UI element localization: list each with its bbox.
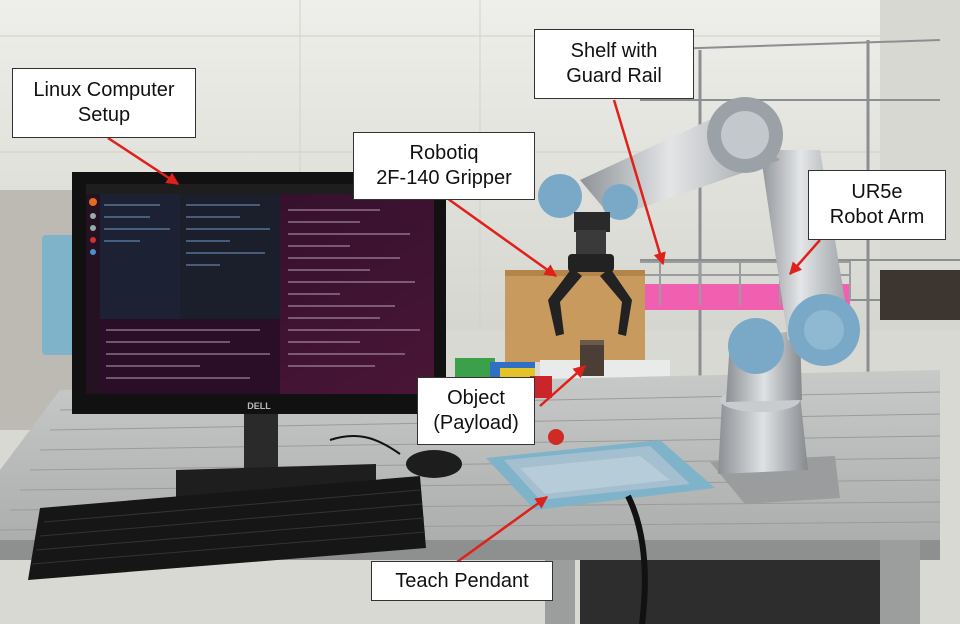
monitor-stand (244, 414, 278, 474)
label-gripper-line1: Robotiq (409, 142, 479, 164)
label-shelf-line1: Shelf with (570, 40, 658, 62)
label-gripper-line2: 2F-140 Gripper (376, 167, 512, 189)
monitor-brand-logo: DELL (247, 401, 271, 411)
wire-shelf (639, 39, 960, 420)
label-shelf-line2: Guard Rail (566, 65, 662, 87)
emergency-stop-button (548, 429, 564, 445)
label-linux-line1: Linux Computer (33, 79, 175, 101)
label-teach-pendant: Teach Pendant (371, 561, 553, 601)
colored-block-red (530, 376, 552, 398)
label-robotiq-gripper: Robotiq 2F-140 Gripper (353, 132, 535, 200)
label-object-line2: (Payload) (433, 412, 519, 434)
arrow-ur5e (789, 239, 821, 275)
mouse (406, 450, 462, 478)
robot-joint-cap-wrist (538, 174, 582, 218)
arrow-gripper (443, 194, 558, 278)
colored-block-green (455, 358, 495, 380)
keyboard (28, 476, 426, 580)
ur5e-robot-arm (538, 97, 860, 474)
label-ur5e-line1: UR5e (851, 181, 903, 203)
teach-pendant (486, 429, 715, 624)
label-ur5e-robot-arm: UR5e Robot Arm (808, 170, 946, 240)
robotiq-gripper (548, 230, 632, 336)
annotation-arrows (107, 99, 821, 564)
robot-joint-cap-base (728, 318, 784, 374)
label-object-line1: Object (447, 387, 505, 409)
label-linux-computer-setup: Linux Computer Setup (12, 68, 196, 138)
label-shelf-with-guard-rail: Shelf with Guard Rail (534, 29, 694, 99)
monitor: DELL (72, 172, 446, 498)
label-pendant-line1: Teach Pendant (395, 569, 529, 592)
label-linux-line2: Setup (77, 104, 131, 126)
payload-object (580, 340, 604, 376)
arrow-linux (107, 136, 180, 186)
arrow-shelf (612, 99, 666, 266)
arrow-object (539, 365, 586, 407)
label-object-payload: Object (Payload) (417, 377, 535, 445)
label-ur5e-line2: Robot Arm (829, 206, 925, 228)
arrow-pendant (456, 495, 549, 564)
